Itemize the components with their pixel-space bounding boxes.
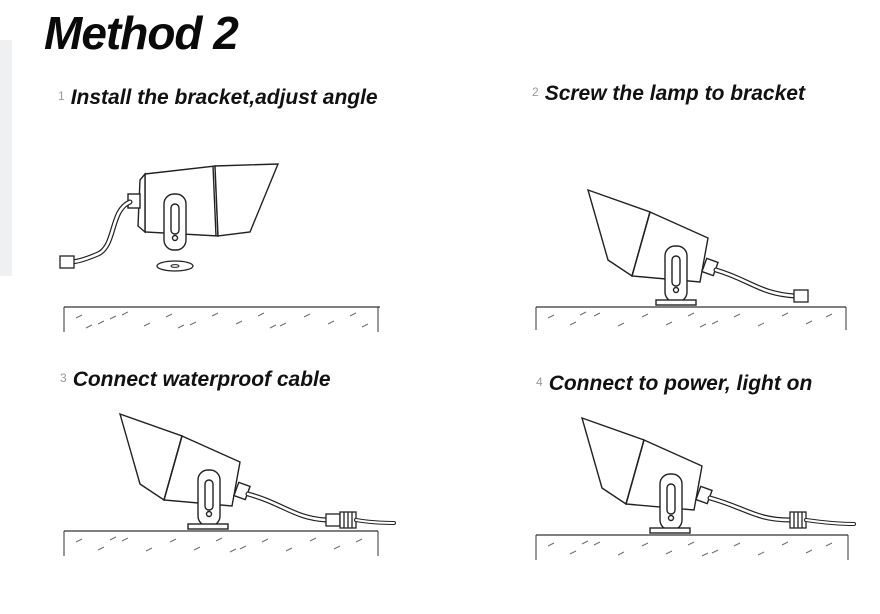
step-4-number: 4 xyxy=(536,375,543,389)
left-edge-decoration xyxy=(0,40,12,276)
lamp-shade xyxy=(214,163,280,237)
step-4-label: Connect to power, light on xyxy=(548,372,813,395)
step-4-illustration xyxy=(535,416,856,560)
cable-connector xyxy=(59,255,75,269)
step-3-heading: 3 Connect waterproof cable xyxy=(60,368,331,392)
waterproof-connector xyxy=(325,511,357,529)
step-1-label: Install the bracket,adjust angle xyxy=(70,86,378,109)
page-title: Method 2 xyxy=(44,7,239,59)
step-1-number: 1 xyxy=(58,89,65,103)
ground-hatch xyxy=(75,311,369,329)
step-2-heading: 2 Screw the lamp to bracket xyxy=(532,82,805,106)
bracket-base xyxy=(655,299,697,306)
step-1-heading: 1 Install the bracket,adjust angle xyxy=(58,86,378,110)
step-2-number: 2 xyxy=(532,85,539,99)
bracket-base xyxy=(649,527,691,534)
ground-hatch xyxy=(547,540,833,557)
cable-connector xyxy=(793,289,809,303)
step-3-number: 3 xyxy=(60,371,67,385)
step-1-illustration xyxy=(59,163,380,332)
bracket-base xyxy=(187,523,229,530)
step-4-heading: 4 Connect to power, light on xyxy=(536,372,812,396)
step-2-label: Screw the lamp to bracket xyxy=(544,82,805,105)
waterproof-connector xyxy=(789,511,807,529)
step-3-illustration xyxy=(63,412,396,556)
ground-hatch xyxy=(75,536,363,553)
step-2-illustration xyxy=(535,188,847,330)
ground-hatch xyxy=(547,311,833,328)
step-3-label: Connect waterproof cable xyxy=(72,368,331,391)
